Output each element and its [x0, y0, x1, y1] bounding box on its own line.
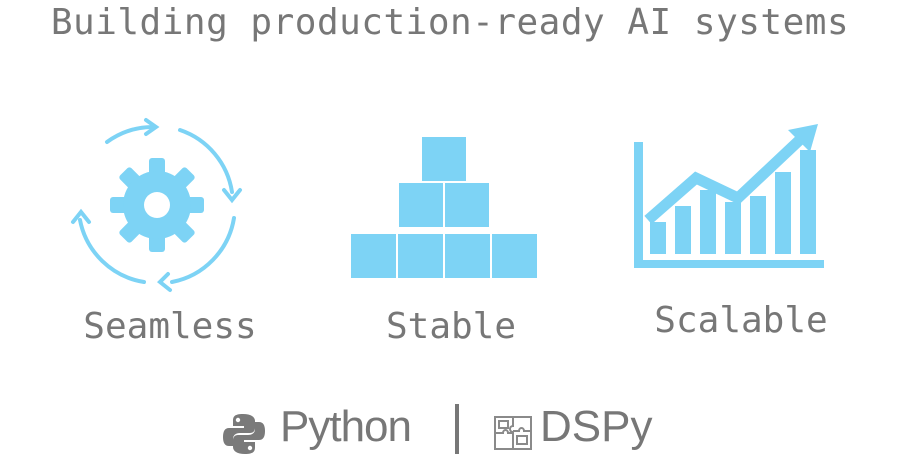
- scalable-pillar: [628, 120, 828, 280]
- growth-chart-icon: [634, 124, 824, 268]
- stable-pillar: [345, 132, 545, 282]
- cycle-gear-icon: [71, 118, 242, 292]
- python-label: Python: [280, 402, 412, 451]
- puzzle-logo-icon: [494, 416, 532, 450]
- page-title: Building production-ready AI systems: [50, 2, 850, 43]
- python-logo-icon: [223, 414, 265, 454]
- logo-divider: [455, 404, 459, 454]
- dspy-label: DSPy: [540, 402, 653, 451]
- stacked-blocks-icon: [349, 135, 539, 280]
- seamless-pillar: [62, 110, 252, 300]
- scalable-label: Scalable: [654, 300, 828, 341]
- seamless-label: Seamless: [83, 306, 257, 347]
- stable-label: Stable: [385, 306, 517, 347]
- footer-logos: Python DSPy: [0, 398, 900, 458]
